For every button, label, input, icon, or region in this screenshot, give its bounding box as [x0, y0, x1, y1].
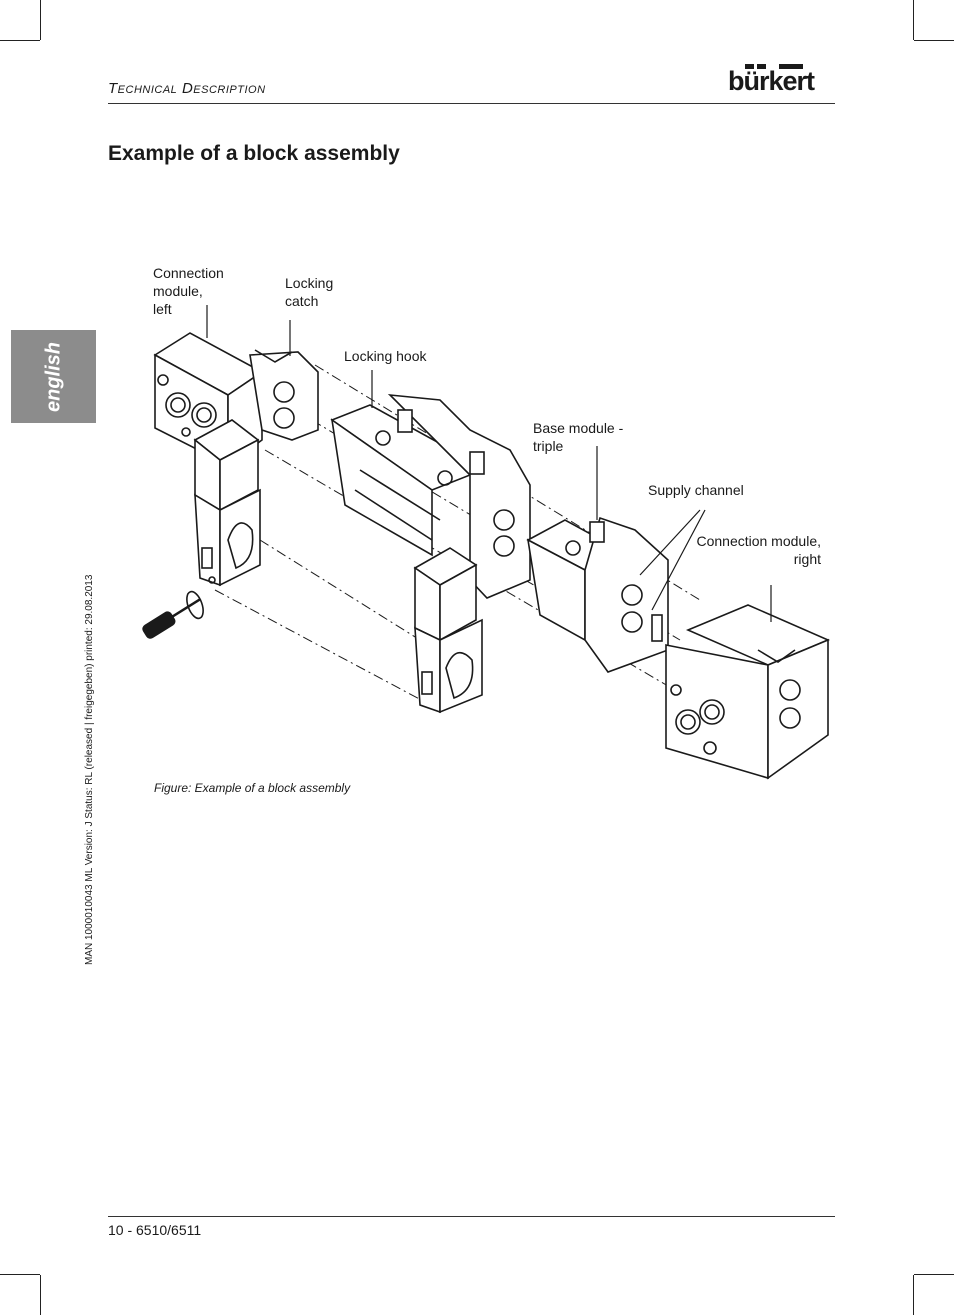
crop-mark [0, 40, 40, 41]
header-divider [108, 103, 835, 104]
crop-mark [913, 1275, 914, 1315]
crop-mark [40, 1275, 41, 1315]
label-base-module-triple: Base module - triple [533, 420, 624, 454]
footer-divider [108, 1216, 835, 1217]
figure-caption: Figure: Example of a block assembly [154, 781, 351, 795]
label-locking-hook: Locking hook [344, 348, 427, 364]
crop-mark [914, 40, 954, 41]
label-connection-module-right: Connection module, right [696, 533, 821, 567]
section-title: Technical Description [108, 80, 266, 97]
brand-logo: bürkert [728, 66, 815, 96]
brand-logo-bars [731, 64, 834, 70]
label-supply-channel: Supply channel [648, 482, 744, 498]
label-connection-module-left: Connection module, left [153, 265, 224, 317]
crop-mark [0, 1274, 40, 1275]
label-locking-catch: Locking catch [285, 275, 334, 309]
language-tab: english [11, 330, 96, 423]
crop-mark [40, 0, 41, 40]
crop-mark [914, 1274, 954, 1275]
page-title: Example of a block assembly [108, 142, 400, 165]
page-reference: 10 - 6510/6511 [108, 1222, 202, 1238]
crop-mark [913, 0, 914, 40]
